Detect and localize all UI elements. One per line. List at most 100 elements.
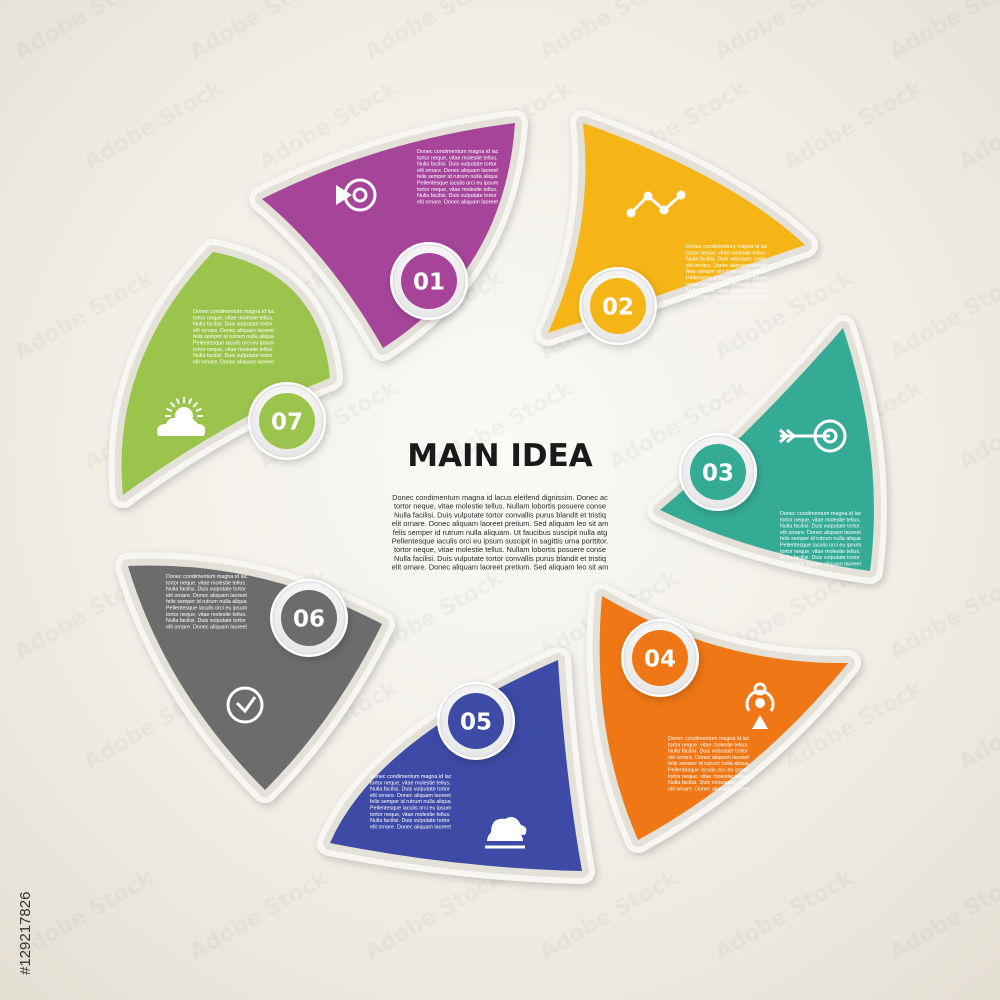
segment-text-line: elit ornare. Donec aliquam laoreet xyxy=(193,328,274,334)
line-chart-icon xyxy=(626,190,686,218)
badge-inner xyxy=(448,693,504,749)
number-badge: 01 xyxy=(390,242,468,320)
watermark-text: Adobe Stock xyxy=(955,75,1000,175)
center-text-line: elit ornare. Donec aliquam laoreet preti… xyxy=(392,519,609,528)
number-badge: 03 xyxy=(679,433,757,511)
center-block: MAIN IDEA Donec condimentum magna id lac… xyxy=(392,438,609,572)
segment-text-line: Donec condimentum magna id lac xyxy=(370,774,452,780)
center-text-line: Donec condimentum magna id lacus eleifen… xyxy=(392,493,608,502)
segment-text-line: Nulla facilisi. Duis vulputate tortor xyxy=(166,618,246,624)
segment-text-line: elit ornare. Donec aliquam laoreet xyxy=(417,168,498,174)
watermark-text: Adobe Stock xyxy=(886,0,1000,65)
clock-icon xyxy=(226,686,264,724)
segment-text-line: Pellentesque iaculis orci eu ipsum xyxy=(193,341,275,347)
segment-text-line: Donec condimentum magna id lac xyxy=(686,244,768,250)
segment-text-line: tortor neque, vitae molestie tellus. xyxy=(370,812,451,818)
center-text-line: Pellentesque iaculis orci eu ipsum susci… xyxy=(392,537,609,546)
segment-text-line: elit ornare. Donec aliquam laoreet xyxy=(193,359,274,365)
segment-text-line: elit ornare. Donec aliquam laoreet xyxy=(780,561,861,567)
watermark-text: Adobe Stock xyxy=(361,865,509,965)
arrow-target-icon xyxy=(779,419,847,453)
number-badge: 05 xyxy=(437,682,515,760)
watermark-text: Adobe Stock xyxy=(11,0,159,65)
segment-text-line: Pellentesque iaculis orci eu ipsum xyxy=(686,276,768,282)
badge-inner xyxy=(401,253,457,309)
segment-text-line: tortor neque, vitae molestie tellus. xyxy=(780,549,861,555)
segment-text-line: tortor neque, vitae molestie tellus. xyxy=(668,774,749,780)
segment-text-line: tortor neque, vitae molestie tellus. xyxy=(686,250,767,256)
segment-text-line: Nulla facilisi. Duis vulputate tortor xyxy=(686,288,766,294)
segment-text-line: tortor neque, vitae molestie tellus. xyxy=(780,517,861,523)
segment-text-line: elit ornare. Donec aliquam laoreet xyxy=(166,624,247,630)
segment-text-line: tortor neque, vitae molestie tellus. xyxy=(668,742,749,748)
segment-number: 03 xyxy=(702,461,734,487)
segment-text-line: tortor neque, vitae molestie tellus. xyxy=(686,282,767,288)
badge-inner xyxy=(632,630,688,686)
segment-text-line: Donec condimentum magna id lac xyxy=(193,309,275,315)
watermark-text: Adobe Stock xyxy=(536,0,684,65)
segment-text-line: elit ornare. Donec aliquam laoreet xyxy=(166,593,247,599)
watermark-text: Adobe Stock xyxy=(886,265,1000,365)
badge-inner xyxy=(281,590,337,646)
watermark-text: Adobe Stock xyxy=(361,0,509,65)
center-text-line: Nulla facilisi. Duis vulputate tortor co… xyxy=(394,554,606,563)
segment-text-line: Nulla facilisi. Duis vulputate tortor xyxy=(193,353,273,359)
number-badge: 04 xyxy=(621,619,699,697)
center-text-line: felis semper id rutrum nulla aliquam. Ut… xyxy=(393,528,607,537)
segment-text-line: Pellentesque iaculis orci eu ipsum xyxy=(780,543,862,549)
segment-text-line: felis semper id rutrum nulla aliqua xyxy=(193,334,274,340)
segment-text-line: elit ornare. Donec aliquam laoreet xyxy=(370,824,451,830)
segment-number: 07 xyxy=(271,410,303,436)
segment-text-line: Donec condimentum magna id lac xyxy=(166,574,248,580)
play-target-icon xyxy=(336,178,377,212)
stock-id: #129217826 xyxy=(17,892,34,975)
segment-text-line: elit ornare. Donec aliquam laoreet xyxy=(780,530,861,536)
badge-inner xyxy=(590,278,646,334)
watermark-text: Adobe Stock xyxy=(186,865,334,965)
watermark-text: Adobe Stock xyxy=(955,675,1000,775)
segment-text-line: elit ornare. Donec aliquam laoreet xyxy=(686,263,767,269)
watermark-text: Adobe Stock xyxy=(780,75,928,175)
segment-text-line: Nulla facilisi. Duis vulputate tortor xyxy=(193,322,273,328)
watermark-text: Adobe Stock xyxy=(886,565,1000,665)
segment-text-line: elit ornare. Donec aliquam laoreet xyxy=(686,294,767,300)
segment-text-line: Pellentesque iaculis orci eu ipsum xyxy=(166,606,248,612)
segment-text-line: Nulla facilisi. Duis vulputate tortor xyxy=(370,787,450,793)
segment-text-line: elit ornare. Donec aliquam laoreet xyxy=(417,199,498,205)
segment-text-line: felis semper id rutrum nulla aliqua xyxy=(668,761,749,767)
segment-text-line: Nulla facilisi. Duis vulputate tortor xyxy=(668,780,748,786)
segment-text-line: felis semper id rutrum nulla aliqua xyxy=(370,799,451,805)
main-idea-title: MAIN IDEA xyxy=(407,438,593,474)
segment-text-line: Nulla facilisi. Duis vulputate tortor xyxy=(417,162,497,168)
segment-number: 06 xyxy=(293,607,325,633)
watermark-text: Adobe Stock xyxy=(711,0,859,65)
segment-number: 04 xyxy=(644,647,676,673)
segment-text-line: felis semper id rutrum nulla aliqua xyxy=(780,536,861,542)
watermark-text: Adobe Stock xyxy=(80,75,228,175)
segment-text-line: felis semper id rutrum nulla aliqua xyxy=(417,174,498,180)
segment-text-line: tortor neque, vitae molestie tellus. xyxy=(370,780,451,786)
watermark-text: Adobe Stock xyxy=(955,375,1000,475)
watermark-text: Adobe Stock xyxy=(186,0,334,65)
center-paragraph: Donec condimentum magna id lacus eleifen… xyxy=(392,493,609,572)
cloud-sunrise-icon xyxy=(485,817,527,849)
sun-cloud-icon xyxy=(157,397,206,436)
segment-text-line: Pellentesque iaculis orci eu ipsum xyxy=(370,806,452,812)
segment-text-line: Nulla facilisi. Duis vulputate tortor xyxy=(417,193,497,199)
segment-text-line: Nulla facilisi. Duis vulputate tortor xyxy=(686,257,766,263)
segment-number: 05 xyxy=(460,710,492,736)
segment-text-line: Pellentesque iaculis orci eu ipsum xyxy=(417,181,499,187)
segment-text-line: elit ornare. Donec aliquam laoreet xyxy=(668,755,749,761)
center-text-line: Nulla facilisi. Duis vulputate tortor co… xyxy=(394,510,606,519)
